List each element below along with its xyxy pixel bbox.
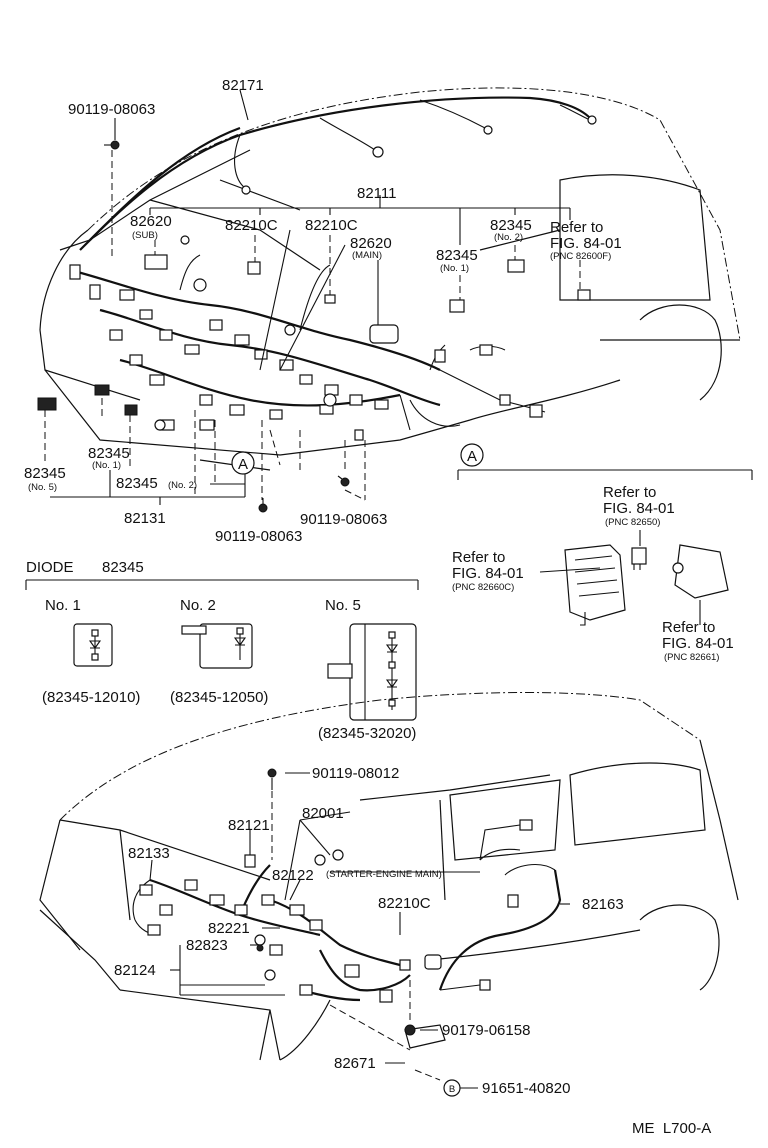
diode-no5-icon	[349, 623, 417, 721]
label-82171: 82171	[222, 77, 264, 94]
circle-b-text: B	[449, 1084, 455, 1095]
label-82345-no1-mid: 82345	[436, 247, 478, 264]
label-refer-82660c-a: Refer to	[452, 549, 505, 566]
detail-a: A Refer to FIG. 84-01 (PNC 82650) Refer …	[452, 443, 753, 663]
detail-a-circle-text: A	[467, 448, 477, 465]
circle-a-text: A	[238, 456, 248, 473]
circle-a-marker	[231, 451, 255, 475]
label-refer-82600f-a: Refer to	[550, 219, 603, 236]
label-90119-08012: 90119-08012	[312, 765, 399, 782]
bolt-icons	[104, 140, 350, 513]
label-82221: 82221	[208, 920, 250, 937]
diode-no1-pn: (82345-12010)	[42, 689, 140, 706]
label-refer-82660c-c: (PNC 82660C)	[452, 582, 514, 593]
diode-no5-label: No. 5	[325, 597, 361, 614]
label-82345-no2-bot: 82345	[116, 475, 158, 492]
diode-part-number: 82345	[102, 559, 144, 576]
label-no1-note-mid: (No. 1)	[440, 263, 469, 274]
diode-title: DIODE	[26, 559, 74, 576]
label-82001: 82001	[302, 805, 344, 822]
label-82210c-a: 82210C	[225, 217, 278, 234]
label-82345-no2-top: 82345	[490, 217, 532, 234]
label-82131: 82131	[124, 510, 166, 527]
diode-no2-label: No. 2	[180, 597, 216, 614]
label-refer-82650-a: Refer to	[603, 484, 656, 501]
label-refer-82661-c: (PNC 82661)	[664, 652, 719, 663]
top-vehicle-body	[39, 87, 741, 471]
diode-no1-label: No. 1	[45, 597, 81, 614]
label-82671: 82671	[334, 1055, 376, 1072]
label-refer-82600f-c: (PNC 82600F)	[550, 251, 611, 262]
label-no5-note: (No. 5)	[28, 482, 57, 493]
label-82345-left-no1: 82345	[88, 445, 130, 462]
bottom-leader-lines	[149, 772, 570, 1089]
label-82124: 82124	[114, 962, 156, 979]
label-82345-no5: 82345	[24, 465, 66, 482]
footer-code: ME L700-A	[632, 1120, 711, 1137]
label-refer-82600f-b: FIG. 84-01	[550, 235, 622, 252]
label-main-note: (MAIN)	[352, 250, 382, 261]
engine-harness-82001	[132, 819, 562, 1049]
top-relays	[37, 254, 591, 416]
label-90119-bottom-left: 90119-08063	[215, 528, 302, 545]
label-82163: 82163	[582, 896, 624, 913]
label-refer-82660c-b: FIG. 84-01	[452, 565, 524, 582]
label-90119-bottom-right: 90119-08063	[300, 511, 387, 528]
label-82823: 82823	[186, 937, 228, 954]
label-82210c-bottom: 82210C	[378, 895, 431, 912]
top-leader-lines	[44, 89, 581, 505]
label-90119-top: 90119-08063	[68, 101, 155, 118]
label-refer-82650-b: FIG. 84-01	[603, 500, 675, 517]
label-82121: 82121	[228, 817, 270, 834]
diode-no2-pn: (82345-12050)	[170, 689, 268, 706]
circle-b-marker	[443, 1079, 461, 1097]
diode-no5-pn: (82345-32020)	[318, 725, 416, 742]
label-90179-06158: 90179-06158	[442, 1022, 530, 1039]
roof-harness-82171	[79, 96, 597, 251]
label-sub-note: (SUB)	[132, 230, 158, 241]
label-82620-sub: 82620	[130, 213, 172, 230]
detail-a-circle	[460, 443, 484, 467]
instrument-panel-harness-82111	[69, 235, 546, 441]
diode-no2-icon	[199, 623, 253, 669]
bottom-labels: 90119-08012 82001 82121 82133 82122 (STA…	[114, 765, 624, 1097]
label-82111: 82111	[357, 185, 397, 202]
diode-legend: DIODE 82345 No. 1 No. 2 No. 5 (82345-120…	[25, 559, 419, 742]
label-no2-note: (No. 2)	[494, 232, 523, 243]
label-refer-82650-c: (PNC 82650)	[605, 517, 660, 528]
top-labels: 82171 90119-08063 82111 82620 (SUB) 8221…	[24, 77, 622, 545]
label-no2-note-bot: (No. 2)	[168, 480, 197, 491]
label-82210c-b: 82210C	[305, 217, 358, 234]
label-82133: 82133	[128, 845, 170, 862]
label-refer-82661-b: FIG. 84-01	[662, 635, 734, 652]
label-refer-82661-a: Refer to	[662, 619, 715, 636]
label-82122: 82122	[272, 867, 314, 884]
bottom-vehicle-body	[39, 692, 739, 1061]
label-82620-main: 82620	[350, 235, 392, 252]
label-no1-note-left: (No. 1)	[92, 460, 121, 471]
label-91651-40820: 91651-40820	[482, 1080, 570, 1097]
bottom-bolts	[256, 768, 416, 1036]
label-starter-engine-main: (STARTER-ENGINE MAIN)	[326, 869, 442, 880]
